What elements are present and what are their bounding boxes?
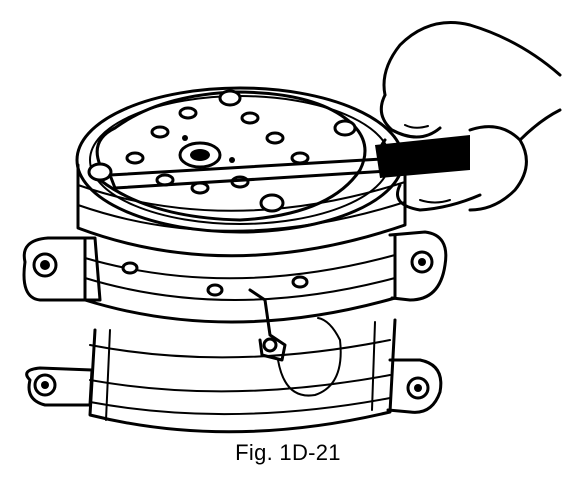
- clutch-coil-housing: [83, 233, 397, 324]
- compressor-body: [88, 288, 397, 434]
- mounting-flange-left: [22, 236, 102, 407]
- figure-caption: Fig. 1D-21: [235, 440, 341, 465]
- hand: [377, 21, 562, 212]
- clutch-plate: [87, 89, 367, 222]
- mounting-flange-right: [386, 230, 448, 414]
